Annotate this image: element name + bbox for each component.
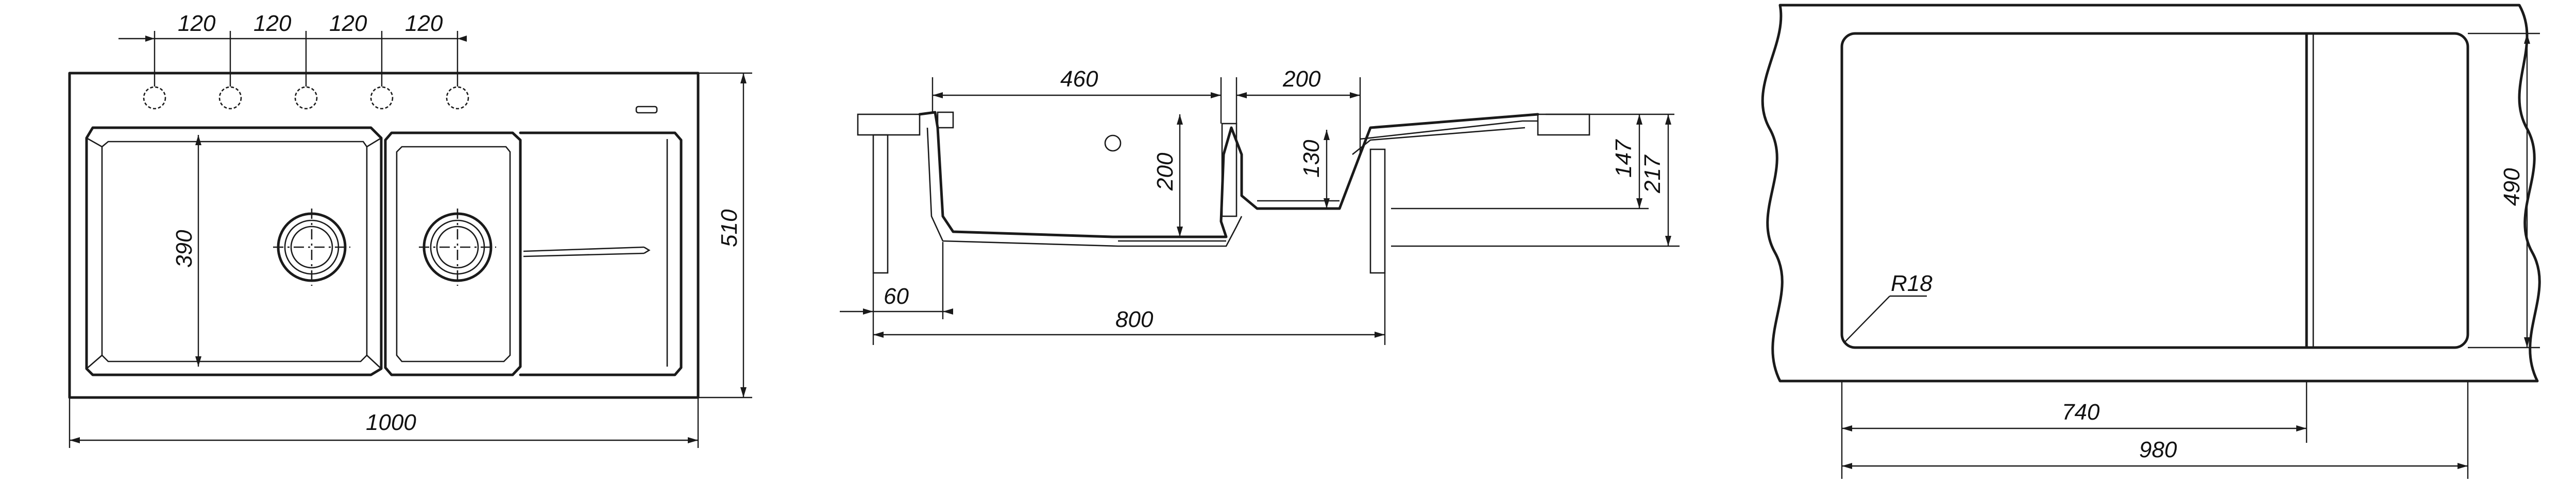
overall-width-label: 1000 — [366, 410, 416, 435]
main-bowl-depth-label: 200 — [1153, 152, 1178, 191]
small-bowl — [384, 131, 522, 376]
small-bowl-depth-label: 130 — [1299, 140, 1324, 178]
large-bowl — [85, 126, 383, 376]
corner-radius-label: R18 — [1891, 271, 1933, 296]
hole-spacing-3: 120 — [329, 11, 367, 36]
hole-spacing-4: 120 — [405, 11, 443, 36]
total-width-label: 980 — [2139, 437, 2177, 462]
drain-large — [273, 209, 350, 286]
top-view: 120 120 120 120 390 510 1000 — [68, 11, 752, 448]
cutout-depth-label: 490 — [2499, 168, 2524, 206]
section-view: 460 200 200 130 147 217 — [840, 66, 1680, 345]
main-bowl-width-label: 460 — [1060, 66, 1098, 92]
drain-small — [419, 209, 496, 286]
cabinet-width-label: 800 — [1115, 307, 1154, 332]
tap-holes — [143, 86, 469, 110]
drainboard — [519, 131, 683, 376]
cutout-view: R18 490 740 980 — [1761, 4, 2541, 479]
countertop-outline — [1761, 4, 2541, 383]
edge-offset-label: 60 — [884, 284, 909, 309]
depth-217-label: 217 — [1640, 154, 1665, 194]
small-bowl-width-label: 200 — [1282, 66, 1321, 92]
sink-profile — [918, 111, 1539, 238]
hole-spacing-1: 120 — [178, 11, 216, 36]
overall-depth-label: 510 — [717, 209, 742, 247]
bowl-depth-label: 390 — [172, 230, 197, 268]
depth-147-label: 147 — [1611, 139, 1636, 178]
sink-outline — [68, 72, 700, 399]
sink-cutout — [1840, 32, 2469, 349]
partial-width-label: 740 — [2062, 400, 2100, 425]
hole-spacing-2: 120 — [253, 11, 292, 36]
